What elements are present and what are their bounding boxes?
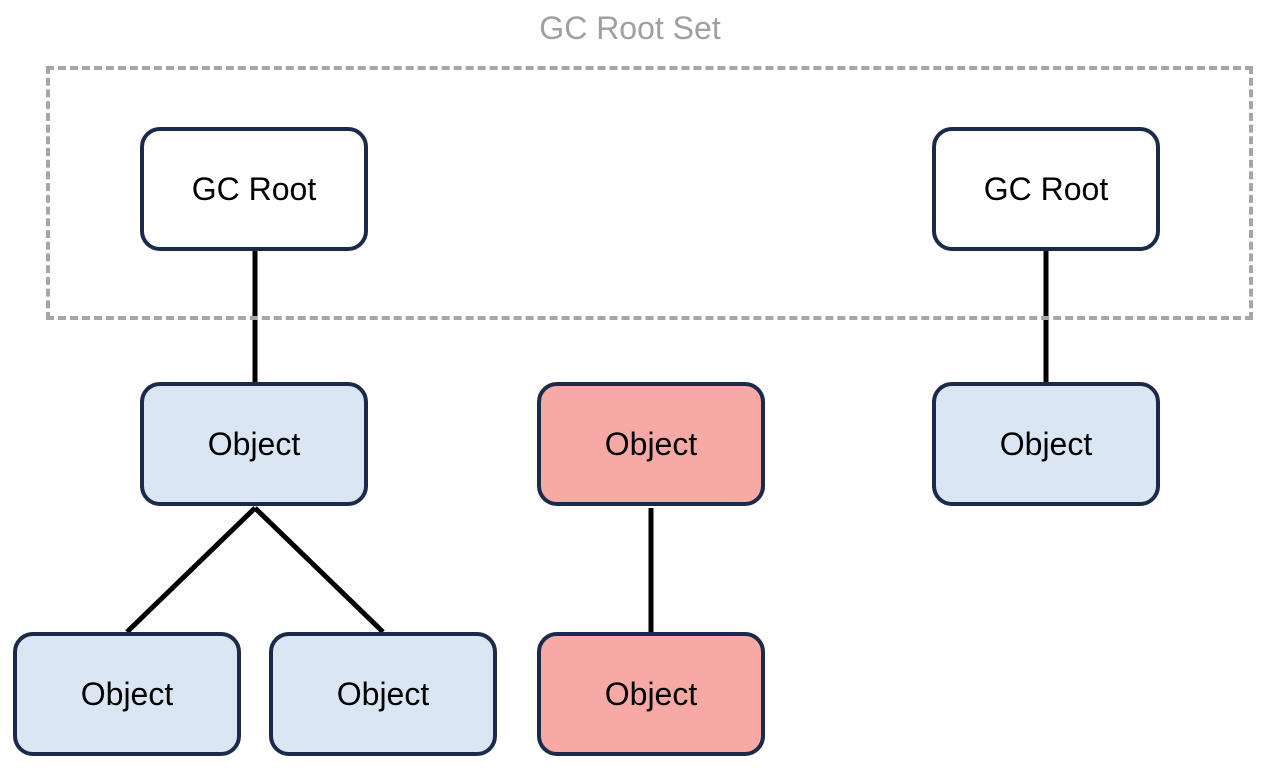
- edge-object-left-to-bottom-left-2: [253, 506, 385, 634]
- node-label: Object: [604, 675, 698, 712]
- reachable-object-node: Object: [140, 382, 368, 506]
- gc-root-set-boundary: [46, 66, 1253, 320]
- node-label: Object: [604, 425, 698, 462]
- unreachable-object-node: Object: [537, 382, 765, 506]
- unreachable-object-node: Object: [537, 632, 765, 756]
- edge-object-left-to-bottom-left-1: [125, 506, 257, 634]
- node-label: Object: [336, 675, 430, 712]
- node-label: GC Root: [983, 170, 1109, 207]
- node-label: Object: [80, 675, 174, 712]
- node-label: Object: [999, 425, 1093, 462]
- node-label: GC Root: [191, 170, 317, 207]
- reachable-object-node: Object: [269, 632, 497, 756]
- gc-root-node: GC Root: [140, 127, 368, 251]
- reachable-object-node: Object: [932, 382, 1160, 506]
- node-label: Object: [207, 425, 301, 462]
- reachable-object-node: Object: [13, 632, 241, 756]
- gc-root-set-label: GC Root Set: [539, 10, 721, 46]
- gc-root-node: GC Root: [932, 127, 1160, 251]
